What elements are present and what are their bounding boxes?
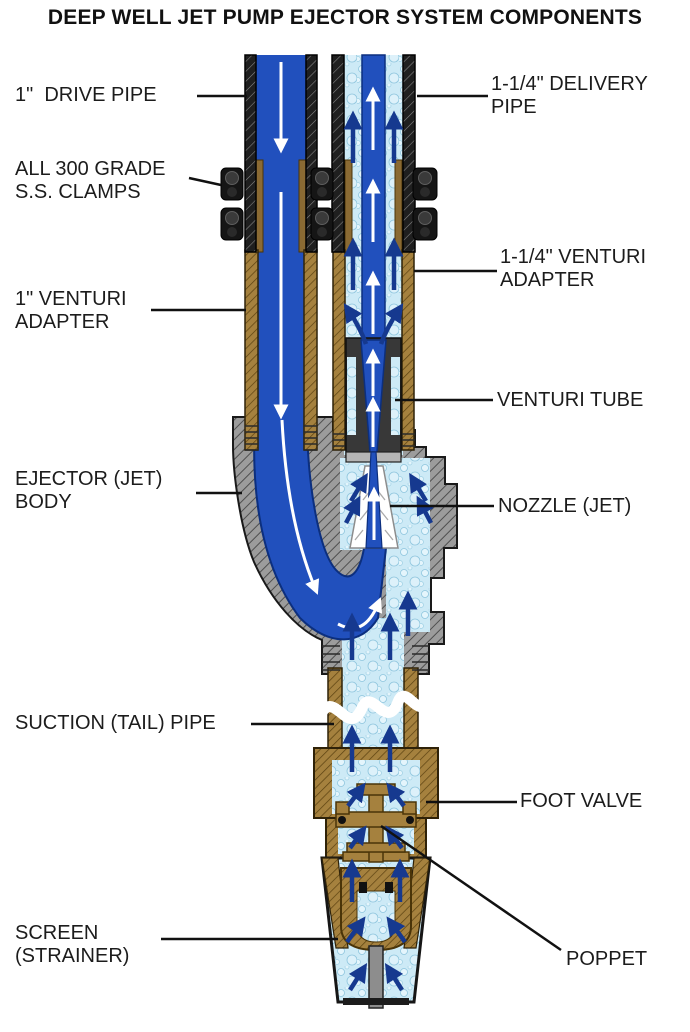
poppet-shape <box>335 783 417 863</box>
label-screen: SCREEN (STRAINER) <box>15 922 130 967</box>
label-delivery-pipe: 1-1/4" DELIVERY PIPE <box>491 73 648 118</box>
label-drive-pipe: 1" DRIVE PIPE <box>15 84 157 106</box>
label-clamps: ALL 300 GRADE S.S. CLAMPS <box>15 158 166 203</box>
label-venturi-adapter-1in: 1" VENTURI ADAPTER <box>15 288 127 333</box>
clamp-bolt <box>310 167 334 201</box>
clamp-bolt <box>412 207 438 241</box>
clamps-group <box>220 167 438 241</box>
leader-lines-group <box>151 94 562 952</box>
clamp-bolt <box>310 207 334 241</box>
label-venturi-tube: VENTURI TUBE <box>497 389 644 411</box>
pipe-break-squiggle <box>314 690 436 724</box>
page-title: DEEP WELL JET PUMP EJECTOR SYSTEM COMPON… <box>47 6 643 29</box>
label-foot-valve: FOOT VALVE <box>520 790 643 812</box>
flow-arrows-group <box>273 62 434 992</box>
label-suction-pipe: SUCTION (TAIL) PIPE <box>15 712 216 734</box>
label-poppet: POPPET <box>566 948 648 970</box>
clamp-bolt <box>412 167 438 201</box>
label-venturi-adapter-114in: 1-1/4" VENTURI ADAPTER <box>500 246 647 291</box>
label-ejector-body: EJECTOR (JET) BODY <box>15 468 163 513</box>
label-nozzle: NOZZLE (JET) <box>498 495 632 517</box>
clamp-bolt <box>220 167 244 201</box>
strainer-group <box>320 851 432 1009</box>
clamp-bolt <box>220 207 244 241</box>
